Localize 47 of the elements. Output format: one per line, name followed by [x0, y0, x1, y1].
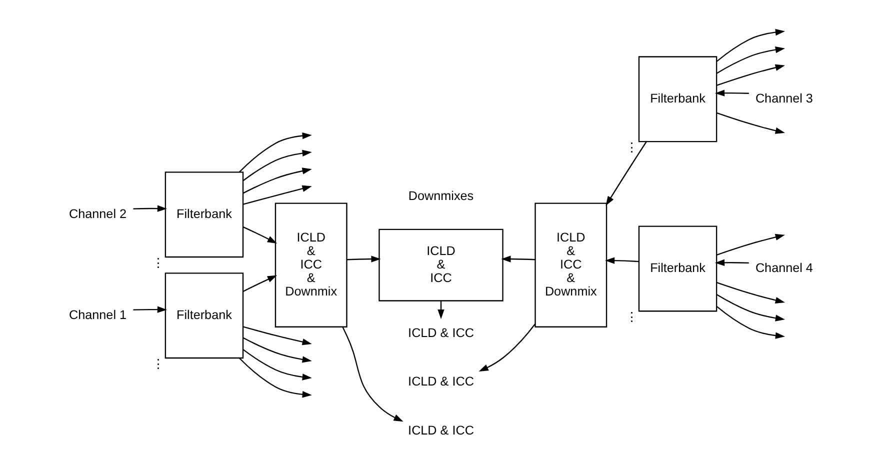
arrow [242, 275, 278, 292]
arrow [243, 150, 312, 181]
arrow [716, 306, 786, 339]
node-text: ICLD & ICC [408, 374, 474, 389]
arrow [242, 226, 278, 244]
arrow [346, 256, 381, 262]
node-text: Channel 1 [69, 308, 127, 322]
arrow [242, 326, 312, 346]
node-box: Filterbank [638, 226, 718, 312]
arrow [716, 112, 785, 134]
arrow [133, 205, 167, 212]
node-text: ICLD & ICC [408, 423, 474, 438]
arrow [714, 259, 749, 266]
arrow [716, 28, 786, 62]
label: Downmixes [408, 188, 474, 203]
arrow [238, 358, 312, 398]
node-text: Channel 2 [69, 206, 127, 221]
node-box: ICLD & ICC & Downmix [274, 202, 348, 328]
arrow [243, 349, 312, 380]
node-text: Channel 3 [755, 91, 813, 106]
node-box: Filterbank [164, 272, 244, 359]
arrow [716, 282, 785, 304]
node-box: Filterbank [638, 56, 718, 142]
arrow [716, 46, 786, 74]
arrow [242, 168, 312, 194]
node-label: ⋮ [626, 310, 639, 324]
arrow [238, 132, 312, 172]
arrow [501, 256, 536, 262]
node-label: ⋮ [152, 357, 166, 372]
arrow [478, 324, 536, 372]
arrow [242, 185, 312, 205]
arrow [716, 234, 785, 256]
arrow [716, 294, 786, 322]
arrow [606, 141, 647, 206]
node-label: ⋮ [626, 140, 639, 155]
node-label: ⋮ [152, 256, 166, 270]
arrow [714, 90, 749, 96]
arrow [133, 306, 167, 313]
node-box: ICLD & ICC & Downmix [534, 202, 608, 328]
arrow [716, 64, 785, 86]
arrow [242, 337, 312, 363]
node-box: Filterbank [164, 172, 244, 258]
node-text: Channel 4 [755, 261, 813, 276]
arrow [342, 326, 404, 422]
node-text: ICLD & ICC [408, 326, 474, 340]
node-box: ICLD & ICC [378, 228, 504, 302]
arrow [605, 257, 639, 264]
